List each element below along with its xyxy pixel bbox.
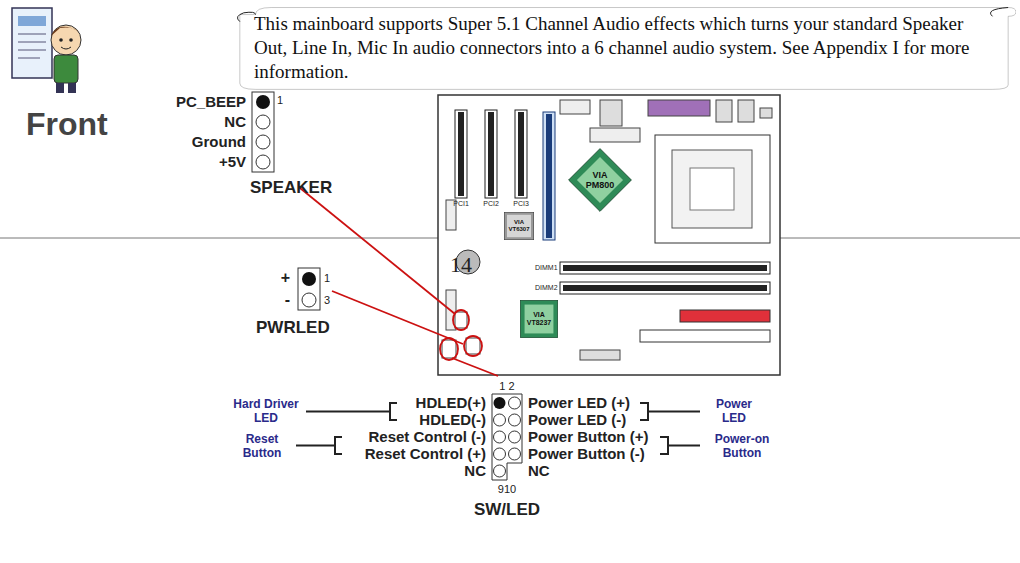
pin-name: NC xyxy=(528,462,550,479)
pin-name: Reset Control (+) xyxy=(365,445,486,462)
pin-name: Power Button (-) xyxy=(528,445,645,462)
chip-label: VIA VT8237 xyxy=(522,311,556,327)
leader-line xyxy=(300,188,498,376)
pin-number: 1 2 xyxy=(492,380,522,392)
mainboard xyxy=(438,95,780,375)
pin-number: 1 xyxy=(324,272,330,284)
header-name: PWRLED xyxy=(256,318,330,338)
pin-name: HDLED(+) xyxy=(416,394,486,411)
pin-name: +5V xyxy=(219,153,246,170)
pin-number: 910 xyxy=(492,483,522,495)
speaker-header xyxy=(252,92,274,172)
reader-icon xyxy=(12,8,81,93)
chip-label: VIA PM800 xyxy=(582,170,618,190)
pin-name: PC_BEEP xyxy=(176,93,246,110)
chip-label: VIA VT6307 xyxy=(505,219,533,233)
pin-number: 1 xyxy=(277,94,283,106)
chip-diamond: VIA PM800 xyxy=(568,148,632,212)
function-label: Power LED xyxy=(704,397,764,425)
swled-header xyxy=(492,394,522,480)
pin-name: NC xyxy=(464,462,486,479)
note-text: This mainboard supports Super 5.1 Channe… xyxy=(254,12,996,84)
pin-name: Power LED (-) xyxy=(528,411,626,428)
header-name: SW/LED xyxy=(457,500,557,520)
page-heading: Front xyxy=(26,106,108,143)
slot-label: PCI1 xyxy=(449,200,473,207)
slot-label: DIMM2 xyxy=(535,284,558,291)
chip-square: VIA VT6307 xyxy=(504,212,534,240)
chip-square: VIA VT8237 xyxy=(520,300,558,338)
pin-name: Power LED (+) xyxy=(528,394,630,411)
pin-name: Power Button (+) xyxy=(528,428,648,445)
pin-name: - xyxy=(285,291,290,309)
slot-label: PCI3 xyxy=(509,200,533,207)
function-label: Reset Button xyxy=(231,432,293,460)
note-scroll: This mainboard supports Super 5.1 Channe… xyxy=(232,4,1016,92)
pin-number: 3 xyxy=(324,294,330,306)
function-label: Power-on Button xyxy=(704,432,780,460)
pin-name: Ground xyxy=(192,133,246,150)
slot-label: PCI2 xyxy=(479,200,503,207)
function-label: Hard Driver LED xyxy=(228,397,304,425)
header-name: SPEAKER xyxy=(250,178,332,198)
pin-name: Reset Control (-) xyxy=(369,428,487,445)
slot-label: DIMM1 xyxy=(535,264,558,271)
pin-name: + xyxy=(281,269,290,287)
pwrled-header xyxy=(298,268,320,310)
page-number: 14 xyxy=(450,252,472,278)
pin-name: HDLED(-) xyxy=(419,411,486,428)
pin-name: NC xyxy=(224,113,246,130)
